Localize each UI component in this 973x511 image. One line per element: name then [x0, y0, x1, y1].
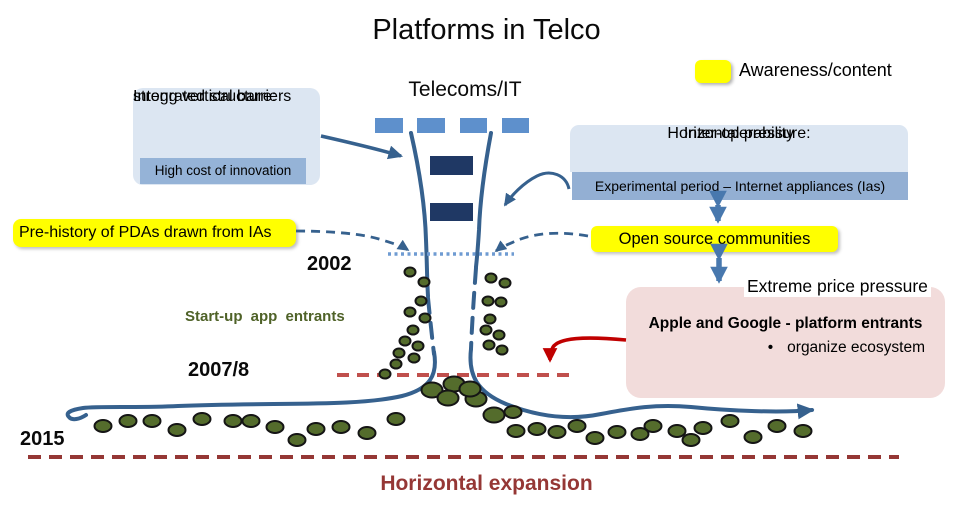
- funnel-right-curve-dashed: [469, 266, 478, 351]
- horizontal-expansion-label: Horizontal expansion: [380, 472, 593, 495]
- entrant-dot: [436, 389, 460, 407]
- horizontal-pressure-box: [570, 125, 908, 172]
- entrant-dot: [331, 420, 351, 434]
- telco-brick: [417, 118, 445, 133]
- horizontal-pressure-line2: Inter-operability: [683, 125, 795, 142]
- funnel-left-curve-solid: [409, 131, 430, 298]
- entrant-dot: [287, 433, 307, 447]
- funnel-left-flare: [65, 350, 437, 422]
- entrant-dot: [527, 422, 547, 436]
- funnel-left-curve-dashed: [426, 296, 436, 356]
- entrant-dot: [693, 421, 713, 435]
- experimental-period-bar: Experimental period – Internet appliance…: [572, 172, 908, 200]
- entrant-dot: [403, 306, 417, 318]
- opensource-dashed-arrow: [494, 231, 589, 253]
- entrant-dot: [398, 335, 412, 347]
- integrated-structure-line2: strong vertical barriers: [133, 88, 292, 105]
- prehistory-box: Pre-history of PDAs drawn from IAs: [13, 219, 296, 247]
- slide-title: Platforms in Telco: [372, 14, 601, 46]
- entrant-dot: [585, 431, 605, 445]
- vertical-stack-block: [430, 156, 473, 175]
- entrant-dot: [498, 277, 512, 289]
- telco-brick: [460, 118, 487, 133]
- entrant-dot: [241, 414, 261, 428]
- entrant-dot: [411, 340, 425, 352]
- entrant-dot: [93, 419, 113, 433]
- apple-google-bullet: • organize ecosystem: [626, 339, 925, 357]
- entrant-dot: [484, 272, 498, 284]
- integrated-structure-arrow: [320, 134, 404, 160]
- apple-google-red-arrow: [542, 336, 627, 363]
- entrant-dot: [406, 324, 420, 336]
- integrated-structure-line1: Integrated structure:: [133, 88, 277, 105]
- timeline-2002-label: 2002: [307, 253, 352, 275]
- entrant-dot: [142, 414, 162, 428]
- entrant-dot: [407, 352, 421, 364]
- entrant-dot: [503, 405, 523, 419]
- entrant-dot: [167, 423, 187, 437]
- vertical-stack-block: [430, 203, 473, 221]
- open-source-box: Open source communities: [591, 226, 838, 252]
- extreme-price-label: Extreme price pressure: [744, 276, 931, 297]
- entrant-dot: [389, 358, 403, 370]
- high-cost-bar: High cost of innovation: [140, 158, 306, 184]
- entrant-dot: [643, 419, 663, 433]
- entrant-dot: [495, 344, 509, 356]
- horizontal-pressure-arrow: [503, 171, 571, 207]
- entrant-dot: [483, 313, 497, 325]
- entrant-dot: [392, 347, 406, 359]
- prehistory-dashed-arrow: [295, 229, 410, 252]
- awareness-legend-label: Awareness/content: [739, 60, 892, 80]
- apple-google-title: Apple and Google - platform entrants: [648, 315, 923, 332]
- entrant-dot: [378, 368, 392, 380]
- startup-entrants-label: Start-up app entrants: [185, 308, 345, 325]
- entrant-dot: [458, 380, 482, 398]
- funnel-right-curve-solid: [474, 131, 493, 269]
- entrant-dot: [630, 427, 650, 441]
- entrant-dot: [464, 390, 488, 408]
- entrant-dot: [386, 412, 406, 426]
- entrant-dot: [192, 412, 212, 426]
- entrant-dot: [547, 425, 567, 439]
- entrant-dot: [403, 266, 417, 278]
- entrant-dot: [720, 414, 740, 428]
- telecoms-it-label: Telecoms/IT: [408, 78, 522, 101]
- entrant-dot: [482, 406, 506, 424]
- entrant-dot: [420, 381, 444, 399]
- horizontal-pressure-line1: Horizontal pressure:: [667, 125, 811, 142]
- entrant-dot: [567, 419, 587, 433]
- entrant-dot: [482, 339, 496, 351]
- entrant-dot: [417, 276, 431, 288]
- entrant-dot: [442, 375, 466, 393]
- entrant-dot: [357, 426, 377, 440]
- awareness-legend-swatch: [695, 60, 731, 83]
- entrant-dot: [681, 433, 701, 447]
- apple-google-bullet-text: organize ecosystem: [787, 339, 925, 356]
- bullet-icon: •: [767, 339, 774, 356]
- entrant-dot: [743, 430, 763, 444]
- entrant-dot: [767, 419, 787, 433]
- entrant-dot: [481, 295, 495, 307]
- telco-brick: [375, 118, 403, 133]
- entrant-dot: [306, 422, 326, 436]
- entrant-dot: [607, 425, 627, 439]
- entrant-dot: [479, 324, 493, 336]
- entrant-dot: [223, 414, 243, 428]
- entrant-dot: [414, 295, 428, 307]
- telco-brick: [502, 118, 529, 133]
- entrant-dot: [793, 424, 813, 438]
- entrant-dot: [418, 312, 432, 324]
- entrant-dot: [118, 414, 138, 428]
- entrant-dot: [667, 424, 687, 438]
- entrant-dot: [494, 296, 508, 308]
- entrant-dot: [265, 420, 285, 434]
- entrant-dot: [506, 424, 526, 438]
- timeline-2015-label: 2015: [20, 428, 65, 450]
- timeline-2007-label: 2007/8: [188, 359, 250, 381]
- entrant-dot: [492, 329, 506, 341]
